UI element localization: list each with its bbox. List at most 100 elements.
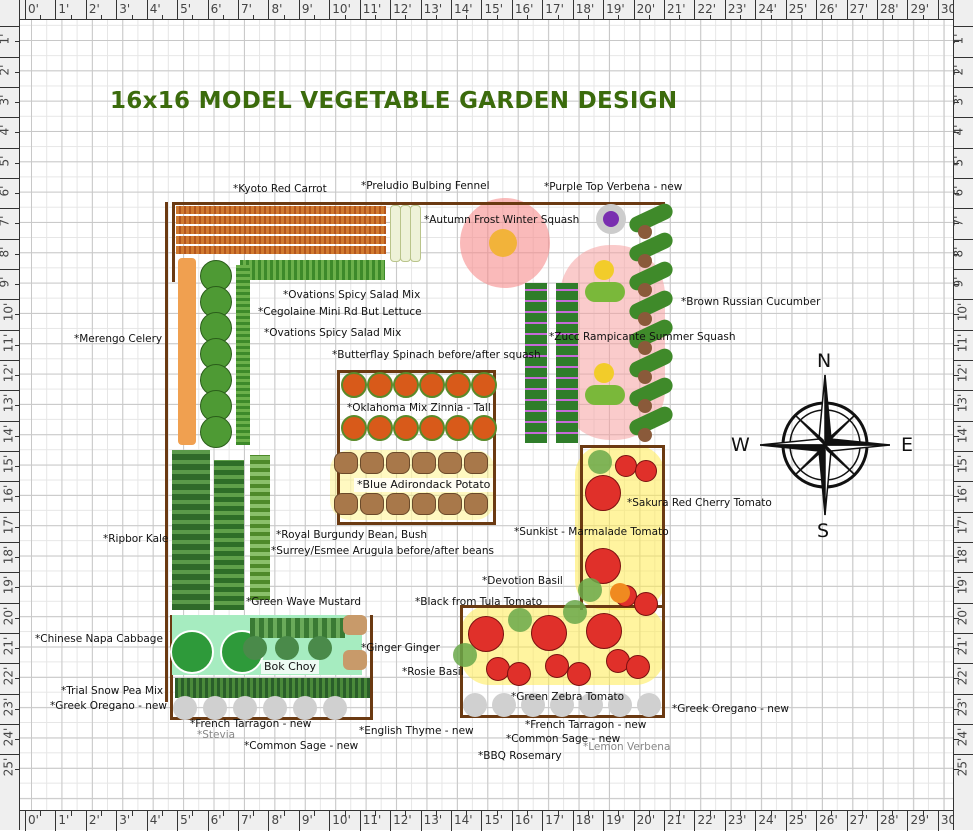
zinnia-plant <box>445 372 471 398</box>
ruler-tick <box>253 15 255 20</box>
ruler-tick <box>511 0 513 20</box>
ruler-label: 18' <box>1 545 16 565</box>
ruler-tick <box>390 0 392 20</box>
plant-label[interactable]: *Oklahoma Mix Zinnia - Tall <box>347 402 491 414</box>
plant-label[interactable]: *Ovations Spicy Salad Mix <box>264 327 402 339</box>
plant-label[interactable]: *Blue Adirondack Potato <box>354 478 494 492</box>
ruler-tick <box>954 602 973 604</box>
ruler-tick <box>0 632 20 634</box>
zinnia-plant <box>393 372 419 398</box>
plant-label[interactable]: *Chinese Napa Cabbage <box>35 633 163 645</box>
cucumber-plant <box>638 399 652 413</box>
ruler-tick <box>954 147 973 149</box>
ruler-tick <box>116 0 118 20</box>
plant-label[interactable]: *Sunkist - Marmalade Tomato <box>514 526 669 538</box>
plant-label[interactable]: *Autumn Frost Winter Squash <box>424 214 580 226</box>
ruler-tick <box>542 0 544 20</box>
ruler-label: 23' <box>1 697 16 716</box>
plant-label[interactable]: *Sakura Red Cherry Tomato <box>627 497 772 509</box>
tomato-plant <box>585 475 621 511</box>
ruler-tick <box>922 15 924 20</box>
ruler-tick <box>466 15 468 20</box>
ruler-label: 17' <box>1 515 16 534</box>
ruler-tick <box>283 811 285 816</box>
plant-label[interactable]: *Rosie Basil <box>402 666 464 678</box>
ruler-tick <box>587 15 589 20</box>
ruler-tick <box>954 41 959 43</box>
plant-label[interactable]: *BBQ Rosemary <box>478 750 562 762</box>
ruler-tick <box>846 0 848 20</box>
ruler-tick <box>283 15 285 20</box>
ruler-tick <box>648 811 650 816</box>
ruler-label: 12' <box>393 2 412 16</box>
ruler-tick <box>846 811 848 831</box>
ruler-tick <box>954 647 959 649</box>
plant-label[interactable]: *Purple Top Verbena - new <box>544 181 683 193</box>
plant-label[interactable]: *English Thyme - new <box>359 725 474 737</box>
ruler-tick <box>314 811 316 816</box>
plant-label[interactable]: *Trial Snow Pea Mix <box>61 685 164 697</box>
ruler-tick <box>222 15 224 20</box>
zinnia-plant <box>341 415 367 441</box>
ruler-label: 25' <box>788 2 808 16</box>
plant-label[interactable]: *Brown Russian Cucumber <box>681 296 821 308</box>
ruler-label: 7' <box>951 215 966 227</box>
ruler-tick <box>374 15 376 20</box>
plant-label[interactable]: *Cegolaine Mini Rd But Lettuce <box>258 306 422 318</box>
plant-label[interactable]: *French Tarragon - new <box>190 718 312 730</box>
ruler-tick <box>0 177 20 179</box>
plant-label[interactable]: *Ripbor Kale <box>103 533 169 545</box>
ruler-tick <box>15 253 20 255</box>
spinach-row <box>556 283 578 443</box>
plant-label[interactable]: *Common Sage - new <box>244 740 359 752</box>
ruler-tick <box>177 0 179 20</box>
tomato-plant <box>586 613 622 649</box>
plant-label[interactable]: *Surrey/Esmee Arugula before/after beans <box>271 545 494 557</box>
verbena-flower <box>603 211 619 227</box>
ruler-tick <box>0 299 20 301</box>
ruler-tick <box>435 811 437 816</box>
plant-label[interactable]: *Merengo Celery <box>74 333 163 345</box>
ruler-label: 1' <box>58 2 70 16</box>
plant-label[interactable]: *Common Sage - new <box>506 733 621 745</box>
plant-label[interactable]: *Greek Oregano - new <box>672 703 789 715</box>
plant-label[interactable]: *Green Wave Mustard <box>246 596 362 608</box>
ruler-label: 11' <box>955 333 970 352</box>
plant-label[interactable]: *Preludio Bulbing Fennel <box>361 180 490 192</box>
ruler-tick <box>511 811 513 831</box>
napa-cabbage <box>170 630 214 674</box>
plant-label[interactable]: *Kyoto Red Carrot <box>233 183 327 195</box>
plant-label[interactable]: *Greek Oregano - new <box>50 700 167 712</box>
plant-label[interactable]: *Royal Burgundy Bean, Bush <box>276 529 427 541</box>
plant-label[interactable]: *Devotion Basil <box>482 575 563 587</box>
ruler-label: 2' <box>88 2 100 16</box>
ruler-tick <box>877 0 879 20</box>
compass-south: S <box>817 520 830 542</box>
ruler-tick <box>55 0 57 20</box>
ruler-tick <box>15 556 20 558</box>
plant-label[interactable]: *Zucc Rampicante Summer Squash <box>549 331 736 343</box>
plant-label[interactable]: Bok Choy <box>261 660 320 674</box>
plant-label[interactable]: *Butterflay Spinach before/after squash <box>332 349 541 361</box>
salad-row <box>240 260 385 280</box>
plant-label[interactable]: *Ginger Ginger <box>361 642 440 654</box>
ruler-tick <box>15 314 20 316</box>
plant-label[interactable]: *French Tarragon - new <box>525 719 647 731</box>
ruler-tick <box>587 811 589 816</box>
plant-label[interactable]: *Green Zebra Tomato <box>511 691 625 703</box>
plant-label[interactable]: *Ovations Spicy Salad Mix <box>283 289 421 301</box>
compass-west: W <box>731 434 750 456</box>
ruler-tick <box>238 811 239 831</box>
ruler-tick <box>618 811 620 816</box>
plant-label[interactable]: *Stevia <box>197 729 236 741</box>
ruler-tick <box>633 811 635 831</box>
plant-label[interactable]: *Lemon Verbena <box>583 741 671 753</box>
ruler-tick <box>954 496 959 498</box>
plant-label[interactable]: *Black from Tula Tomato <box>415 596 543 608</box>
ruler-label: 25' <box>788 813 808 827</box>
ruler-tick <box>831 811 833 816</box>
ruler-tick <box>15 344 20 346</box>
ruler-label: 24' <box>955 727 970 747</box>
squash-plant <box>489 229 517 257</box>
tomato-plant <box>626 655 650 679</box>
